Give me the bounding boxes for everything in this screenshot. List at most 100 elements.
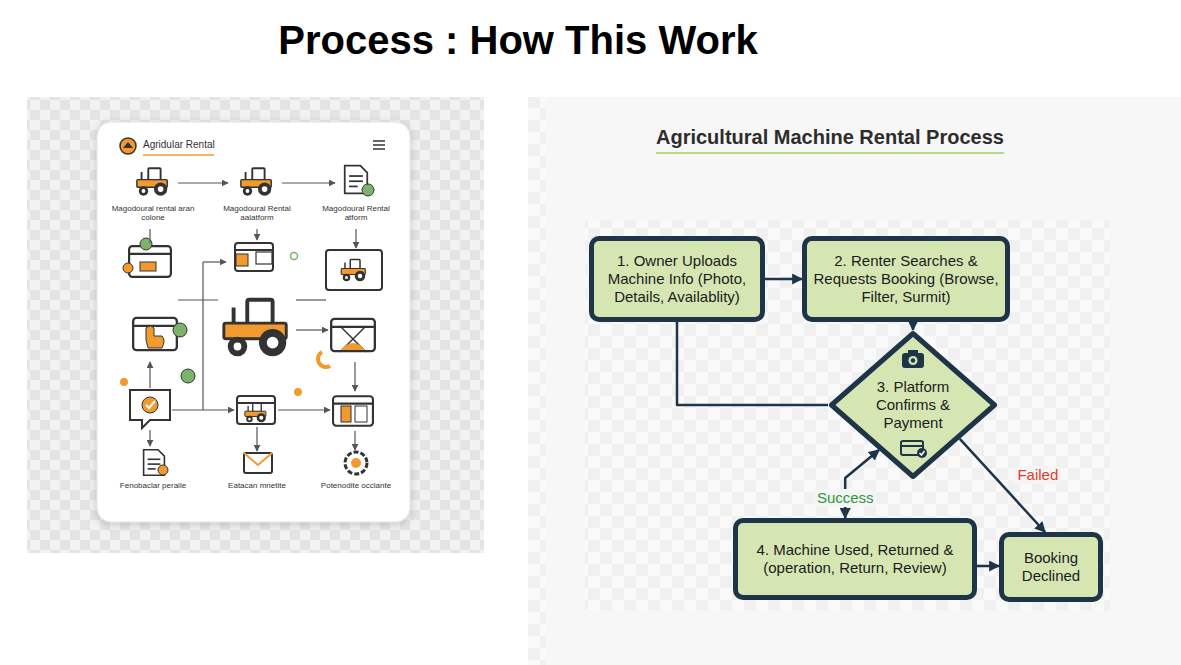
fourth-row-icons	[120, 378, 128, 386]
bottom-row-icons	[256, 427, 257, 451]
card-icon	[920, 451, 925, 455]
node-text: 2. Renter Searches & Requests Booking (B…	[813, 252, 999, 306]
second-row-icons	[129, 246, 171, 277]
middle-icons	[340, 326, 366, 352]
camera-icon	[902, 353, 924, 368]
camera-icon	[911, 358, 915, 362]
camera-icon	[909, 356, 918, 365]
edge-label: Success	[814, 489, 877, 507]
bottom-row-icons	[351, 458, 361, 468]
screen-label: Eatacan mnetite	[214, 482, 300, 491]
card-icon	[917, 448, 927, 458]
middle-icons	[173, 323, 187, 337]
second-row-icons	[291, 253, 298, 260]
second-row-icons	[256, 252, 272, 264]
fourth-row-icons	[294, 388, 302, 396]
phone-card	[97, 122, 410, 522]
second-row-icons	[256, 229, 257, 240]
fourth-row-icons	[355, 406, 367, 422]
fourth-row-icons	[172, 409, 234, 410]
connector	[765, 278, 802, 281]
bottom-row-icons	[244, 453, 272, 473]
top-row-icons	[241, 168, 271, 196]
screen-label: Magodoural Rental aalatform	[214, 205, 300, 223]
middle-icons	[133, 300, 375, 367]
second-row-icons	[203, 261, 226, 262]
screen-label: Fenobaclar peraile	[110, 482, 196, 491]
page-title: Process : How This Work	[0, 18, 1036, 63]
fourth-row-icons	[181, 369, 195, 383]
connector	[912, 322, 915, 330]
fourth-row-icons	[278, 409, 330, 410]
connector	[845, 450, 879, 518]
bottom-row-icons	[354, 431, 355, 450]
top-row-icons	[137, 168, 167, 196]
app-header	[373, 144, 385, 146]
bottom-row-icons	[149, 430, 150, 446]
top-row-icons	[362, 184, 374, 196]
second-row-icons	[123, 263, 133, 273]
second-row-icons	[123, 229, 382, 410]
screen-label: Potenodite occlante	[313, 482, 399, 491]
decision-diamond: 3. Platform Confirms & Payment	[828, 330, 998, 480]
bottom-row-icons	[144, 427, 367, 475]
flowchart-heading: Agricultural Machine Rental Process	[656, 126, 1004, 154]
top-row-icons	[178, 182, 228, 183]
middle-icons	[133, 318, 177, 350]
middle-icons	[146, 326, 164, 348]
screen-label: Magodoural Rental atform	[313, 205, 399, 223]
second-row-icons	[341, 260, 365, 282]
middle-icons	[331, 319, 375, 351]
middle-icons	[340, 326, 366, 352]
fourth-row-icons	[149, 362, 150, 388]
middle-icons	[296, 329, 328, 330]
second-row-icons	[235, 243, 273, 271]
middle-icons	[341, 343, 365, 350]
fourth-row-icons	[341, 406, 351, 422]
second-row-icons	[355, 229, 356, 248]
second-row-icons	[149, 229, 150, 243]
app-header	[123, 142, 133, 148]
second-row-icons	[202, 262, 203, 410]
app-header	[120, 138, 136, 154]
second-row-icons	[236, 254, 248, 266]
flowchart-ground	[528, 97, 1181, 665]
fourth-row-icons	[130, 390, 170, 428]
process-box: 2. Renter Searches & Requests Booking (B…	[802, 236, 1010, 322]
node-text: Booking Declined	[1010, 549, 1092, 585]
fourth-row-icons	[354, 362, 355, 391]
card-icon	[901, 441, 927, 458]
edge-label: Failed	[1014, 466, 1061, 484]
bottom-row-icons	[345, 452, 367, 474]
middle-icons	[296, 299, 326, 300]
end-box: Booking Declined	[999, 532, 1103, 602]
fourth-row-icons	[142, 397, 158, 413]
middle-icons	[318, 352, 330, 367]
node-text: 3. Platform Confirms & Payment	[857, 378, 969, 432]
top-row-icons	[137, 166, 374, 196]
fourth-row-icons	[245, 403, 266, 422]
card-icon	[901, 445, 923, 447]
top-row-icons	[282, 182, 335, 183]
fourth-row-icons	[333, 396, 373, 425]
node-text: 4. Machine Used, Returned & (operation, …	[744, 541, 966, 577]
node-text: 1. Owner Uploads Machine Info (Photo, De…	[600, 252, 754, 306]
app-name: Agridular Rental	[143, 139, 215, 150]
camera-icon	[908, 350, 918, 354]
diamond-shape	[832, 334, 995, 477]
camera-icon	[902, 350, 924, 368]
checker-strip	[528, 97, 546, 665]
connector	[677, 322, 828, 405]
screen-label: Magodoural rental aran colone	[110, 205, 196, 223]
process-box: 1. Owner Uploads Machine Info (Photo, De…	[589, 236, 765, 322]
checker-ground	[27, 97, 484, 553]
app-header	[120, 138, 385, 155]
app-header	[373, 140, 385, 142]
second-row-icons	[140, 262, 156, 271]
checker-ground	[585, 220, 1110, 610]
app-header	[143, 154, 214, 156]
process-box: 4. Machine Used, Returned & (operation, …	[733, 518, 977, 600]
fourth-row-icons	[237, 396, 275, 424]
fourth-row-icons	[120, 362, 373, 428]
